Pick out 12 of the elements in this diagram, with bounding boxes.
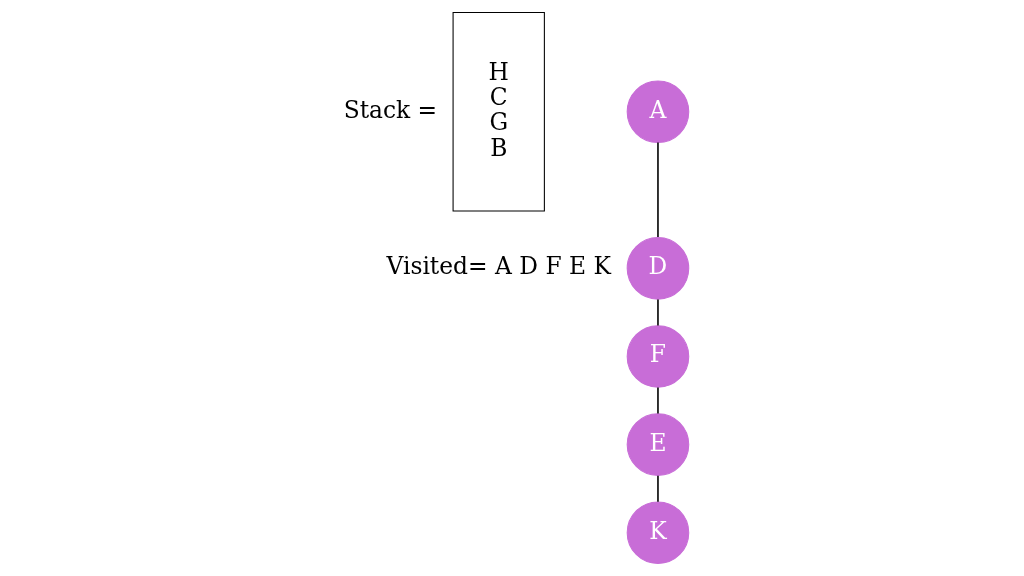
label: Visited= A D F E K (386, 252, 611, 281)
node-circle: D (626, 237, 690, 300)
node-circle: E (626, 413, 690, 476)
connector (657, 474, 659, 503)
node-circle: F (626, 325, 690, 388)
connector (657, 386, 659, 415)
node-box: H C G B (452, 12, 545, 212)
connector (657, 298, 659, 327)
connector (657, 141, 659, 238)
node-circle: A (626, 80, 690, 144)
node-label: Stack = (343, 95, 438, 124)
node-circle: K (626, 501, 690, 564)
